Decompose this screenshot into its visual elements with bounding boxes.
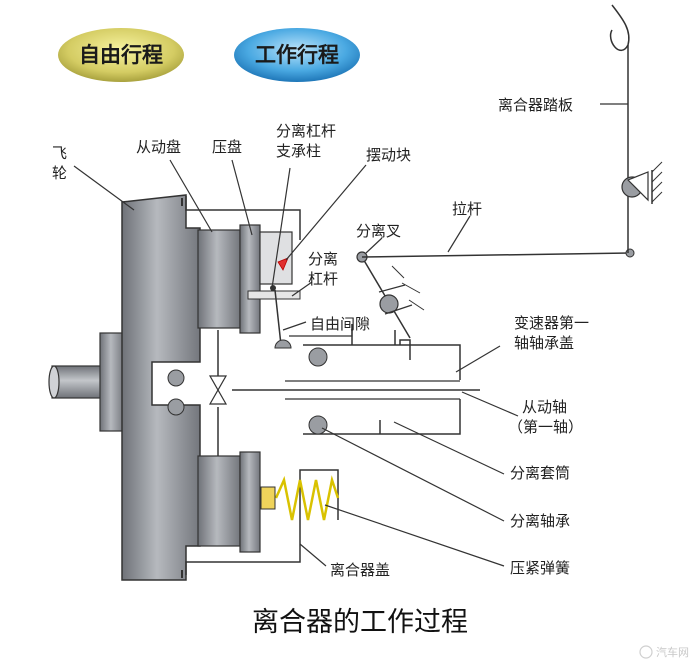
label-free-clearance: 自由间隙 xyxy=(310,315,370,333)
pilot-bearing-upper xyxy=(167,369,185,387)
release-bearing-upper xyxy=(308,347,328,367)
free-clearance-bracket xyxy=(289,324,353,337)
gearbox-bearing-cover xyxy=(399,339,411,360)
clutch-cover xyxy=(185,196,339,575)
label-flywheel-1: 飞 xyxy=(52,144,67,162)
label-driven-disc: 从动盘 xyxy=(136,138,181,156)
label-release-bearing: 分离轴承 xyxy=(510,512,570,530)
mechanism xyxy=(48,4,663,581)
label-release-sleeve: 分离套筒 xyxy=(510,464,570,482)
label-pull-rod: 拉杆 xyxy=(452,200,482,218)
label-clutch-pedal: 离合器踏板 xyxy=(498,96,573,114)
label-driven-shaft-2: （第一轴） xyxy=(508,418,583,436)
working-travel-button[interactable]: 工作行程 xyxy=(234,28,360,82)
working-travel-label: 工作行程 xyxy=(255,43,339,67)
clutch-pedal xyxy=(609,4,663,253)
label-gearbox-bearing-cover-1: 变速器第一 xyxy=(514,314,589,332)
label-clutch-cover: 离合器盖 xyxy=(330,561,390,579)
driven-disc-upper xyxy=(197,229,241,329)
pressure-plate-upper xyxy=(239,224,261,334)
label-release-lever-1: 分离 xyxy=(308,250,338,268)
flywheel xyxy=(121,194,201,581)
compression-spring xyxy=(274,475,340,521)
label-driven-shaft-1: 从动轴 xyxy=(522,398,567,416)
watermark: 汽车网 xyxy=(639,645,689,659)
pilot-bearing-lower xyxy=(167,398,185,416)
label-flywheel-2: 轮 xyxy=(52,164,67,182)
free-travel-button[interactable]: 自由行程 xyxy=(58,28,184,82)
caption: 离合器的工作过程 xyxy=(252,607,468,638)
crankshaft-flange xyxy=(99,332,125,432)
pull-rod xyxy=(361,252,631,258)
label-gearbox-bearing-cover-2: 轴轴承盖 xyxy=(514,334,574,352)
release-sleeve xyxy=(303,344,461,435)
release-bearing-lower xyxy=(308,415,328,435)
label-pressure-plate: 压盘 xyxy=(212,138,242,156)
free-travel-label: 自由行程 xyxy=(79,43,163,67)
leader-lines xyxy=(73,103,628,567)
label-release-fork: 分离叉 xyxy=(356,222,401,240)
pressure-plate-lower xyxy=(239,451,261,553)
crankshaft xyxy=(51,365,103,399)
label-compression-spring: 压紧弹簧 xyxy=(510,559,570,577)
release-fork xyxy=(356,251,425,339)
release-lever xyxy=(247,290,301,300)
driven-disc-lower xyxy=(197,455,241,547)
label-release-lever-support-1: 分离杠杆 xyxy=(276,122,336,140)
label-release-lever-support-2: 支承柱 xyxy=(276,142,321,160)
label-swing-block: 摆动块 xyxy=(366,146,411,164)
watermark-text: 汽车网 xyxy=(656,645,689,659)
label-release-lever-2: 杠杆 xyxy=(308,270,338,288)
labels: 飞 轮 从动盘 压盘 分离杠杆 支承柱 摆动块 分离叉 分离 杠杆 自由间隙 离… xyxy=(52,96,589,579)
